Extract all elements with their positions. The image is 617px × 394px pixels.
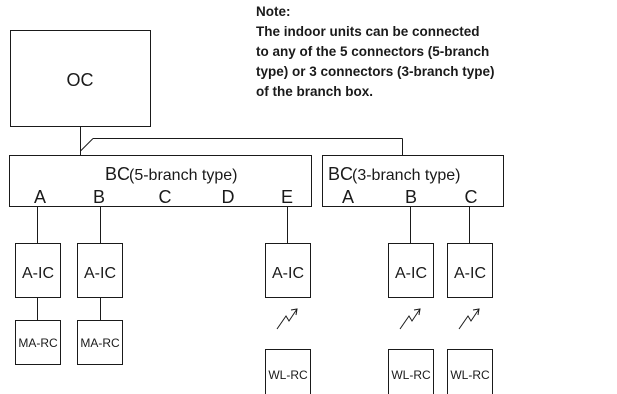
note-line: The indoor units can be connected [256, 24, 480, 39]
port-label: B [93, 187, 105, 207]
port-label: C [159, 187, 172, 207]
wireless-signal-icon [399, 308, 421, 330]
wireless-remote-label: WL-RC [391, 368, 431, 382]
note-heading: Note: [256, 4, 291, 19]
wired-remote-label: MA-RC [80, 336, 120, 350]
indoor-unit-box [77, 243, 123, 298]
branch-box-3-prefix: BC [328, 164, 353, 184]
wireless-remote-label: WL-RC [268, 368, 308, 382]
branch-box-5-prefix: BC [105, 164, 130, 184]
wireless-remote-box [447, 349, 493, 394]
indoor-unit-box [15, 243, 61, 298]
indoor-unit-label: A-IC [22, 265, 54, 282]
note: Note: The indoor units can be connected … [256, 2, 614, 102]
port-label: A [342, 187, 354, 207]
port-label: D [222, 187, 235, 207]
branch-box-3-type: (3-branch type) [352, 167, 461, 184]
branch-box-5 [9, 155, 312, 207]
indoor-unit-label: A-IC [84, 265, 116, 282]
branch-box-5-type: (5-branch type) [129, 167, 238, 184]
indoor-unit-label: A-IC [395, 265, 427, 282]
note-line: type) or 3 connectors (3-branch type) [256, 64, 495, 79]
wired-remote-label: MA-RC [18, 336, 58, 350]
port-label: E [281, 187, 293, 207]
outdoor-unit-label: OC [67, 70, 94, 90]
indoor-unit-box [265, 243, 311, 298]
wired-remote-box [77, 320, 123, 365]
port-label: B [405, 187, 417, 207]
pipe-oc-diagonal [80, 138, 94, 152]
port-label: A [34, 187, 46, 207]
indoor-unit-box [388, 243, 434, 298]
indoor-unit-label: A-IC [272, 265, 304, 282]
note-line: to any of the 5 connectors (5-branch [256, 44, 490, 59]
wireless-remote-label: WL-RC [450, 368, 490, 382]
wireless-remote-box [388, 349, 434, 394]
note-line: of the branch box. [256, 84, 374, 99]
indoor-unit-box [447, 243, 493, 298]
wireless-remote-box [265, 349, 311, 394]
wired-remote-box [15, 320, 61, 365]
indoor-unit-label: A-IC [454, 265, 486, 282]
branch-box-3 [322, 155, 504, 207]
wireless-signal-icon [458, 308, 480, 330]
port-label: C [465, 187, 478, 207]
wireless-signal-icon [276, 308, 298, 330]
